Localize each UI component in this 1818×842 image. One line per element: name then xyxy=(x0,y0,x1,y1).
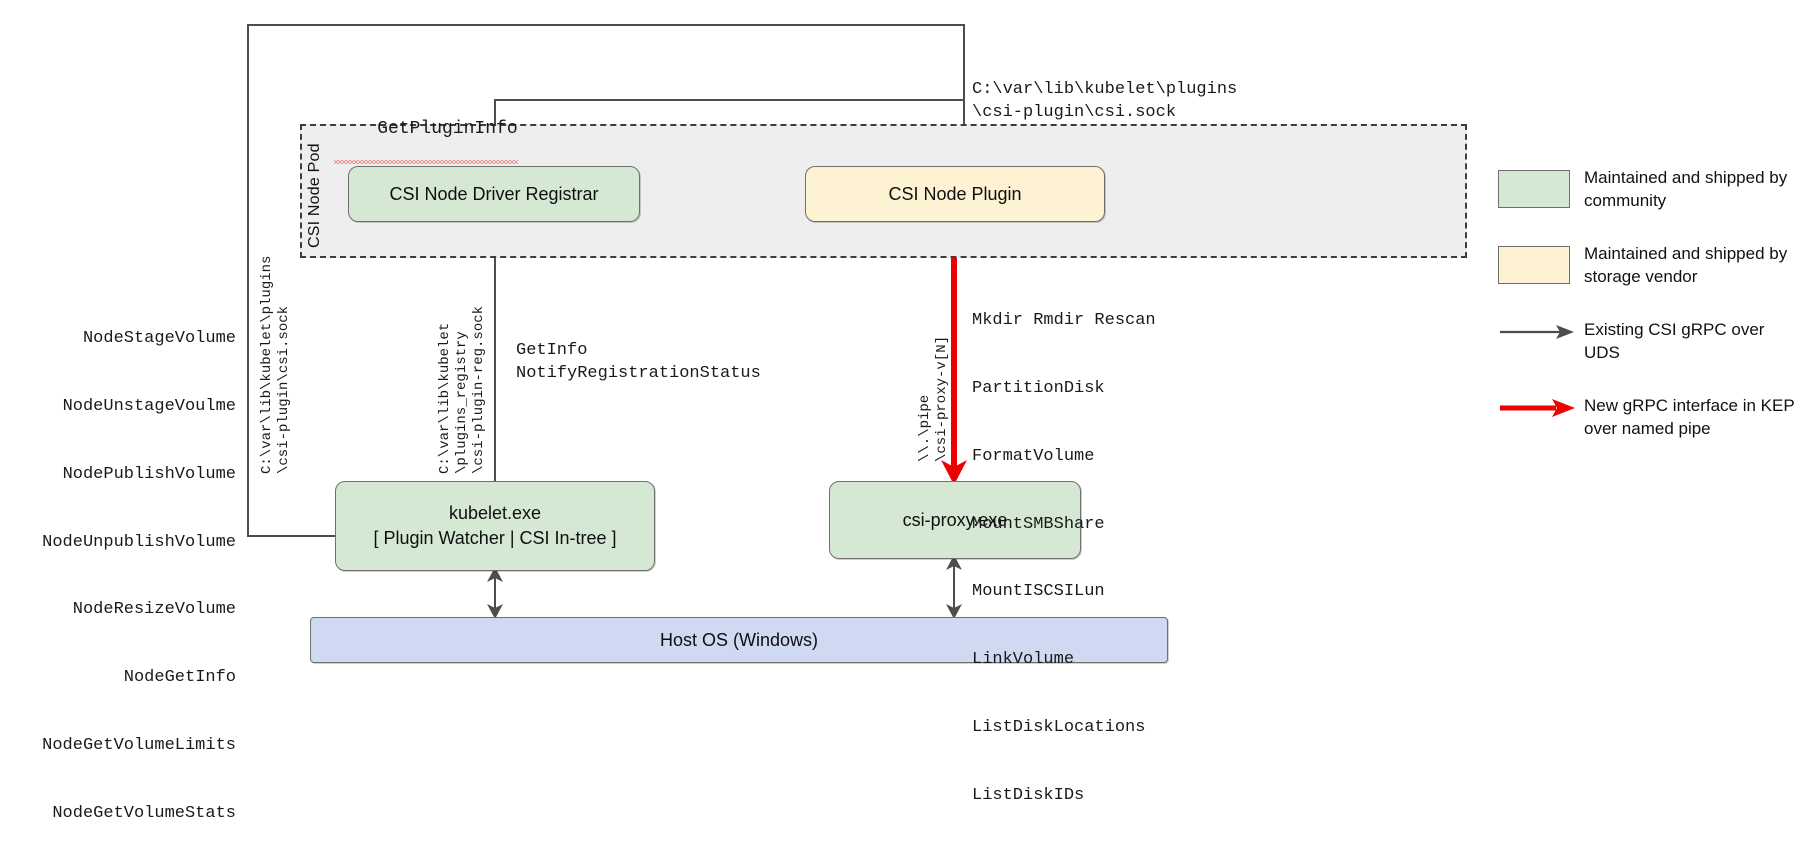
legend-arrow-cell xyxy=(1498,318,1584,342)
legend-swatch-community xyxy=(1498,170,1570,208)
connector-plugin-to-csiproxy-red xyxy=(951,222,957,472)
api-item: ListDiskLocations xyxy=(972,717,1146,737)
api-item: FormatVolume xyxy=(972,446,1095,466)
get-plugin-info-text: GetPluginInfo xyxy=(377,119,518,139)
connector-kubelet-to-plugin-vertical-left xyxy=(247,24,249,536)
api-item: PartitionDisk xyxy=(972,378,1105,398)
kubelet-exe-sublabel: [ Plugin Watcher | CSI In-tree ] xyxy=(373,528,617,548)
connector-kubelet-to-plugin-top xyxy=(247,24,965,26)
registration-calls-label: GetInfo NotifyRegistrationStatus xyxy=(516,341,761,383)
rpc-item: NodeGetVolumeLimits xyxy=(42,735,236,755)
legend-swatch-vendor xyxy=(1498,246,1570,284)
node-box-csi-node-driver-registrar[interactable]: CSI Node Driver Registrar xyxy=(348,166,640,222)
api-item: Mkdir Rmdir Rescan xyxy=(972,311,1156,331)
connector-kubelet-hostos xyxy=(494,575,496,615)
arrowhead-kubelet-up xyxy=(487,567,503,582)
connector-kubelet-left-stub xyxy=(247,535,337,537)
legend-swatch-cell xyxy=(1498,166,1584,208)
legend-label-vendor: Maintained and shipped by storage vendor xyxy=(1584,244,1788,286)
kubelet-csi-socket-path-rotated-label: C:\var\lib\kubelet\plugins \csi-plugin\c… xyxy=(259,255,292,474)
legend-row-community: Maintained and shipped by community xyxy=(1498,166,1798,212)
spellcheck-squiggle-icon xyxy=(334,160,518,164)
legend-row-existing-grpc: Existing CSI gRPC over UDS xyxy=(1498,318,1798,364)
connector-to-plugin-vertical xyxy=(963,24,965,176)
arrowhead-into-csiproxy-red xyxy=(941,460,967,485)
node-box-host-os[interactable]: Host OS (Windows) xyxy=(310,617,1168,663)
csi-node-pod-label: CSI Node Pod xyxy=(306,143,323,249)
get-plugin-info-label: GetPluginInfo xyxy=(334,99,518,204)
csi-proxy-api-list: Mkdir Rmdir Rescan PartitionDisk FormatV… xyxy=(972,265,1156,842)
rpc-item: NodeUnstageVoulme xyxy=(62,396,236,416)
connector-kubelet-to-registrar xyxy=(494,235,496,483)
node-box-csi-proxy-exe[interactable]: csi-proxy.exe xyxy=(829,481,1081,559)
arrowhead-kubelet-down xyxy=(487,604,503,619)
named-pipe-rotated-label: \\.\pipe \csi-proxy-v[N] xyxy=(917,335,950,462)
rpc-item: NodeGetInfo xyxy=(123,668,236,688)
rpc-item: NodeUnpublishVolume xyxy=(42,532,236,552)
api-item: LinkVolume xyxy=(972,650,1075,670)
node-box-csi-node-plugin[interactable]: CSI Node Plugin xyxy=(805,166,1105,222)
rpc-item: NodeResizeVolume xyxy=(72,600,236,620)
arrowhead-csiproxy-up xyxy=(946,555,962,570)
csi-node-plugin-label: CSI Node Plugin xyxy=(888,183,1022,204)
csi-proxy-exe-label: csi-proxy.exe xyxy=(902,509,1008,530)
plugins-registry-socket-path-rotated-label: C:\var\lib\kubelet \plugins_registry \cs… xyxy=(437,305,487,474)
rpc-item: NodeStageVolume xyxy=(82,329,236,349)
rpc-item: NodeGetVolumeStats xyxy=(52,803,236,823)
api-item: MountSMBShare xyxy=(972,514,1105,534)
legend: Maintained and shipped by community Main… xyxy=(1498,166,1798,470)
connector-csiproxy-hostos xyxy=(953,563,955,615)
legend-label-new-grpc: New gRPC interface in KEP over named pip… xyxy=(1584,396,1795,438)
legend-arrow-cell xyxy=(1498,394,1584,418)
legend-label-community: Maintained and shipped by community xyxy=(1584,168,1788,210)
api-item: ListDiskIDs xyxy=(972,785,1085,805)
gray-arrow-icon xyxy=(1500,325,1574,339)
legend-swatch-cell xyxy=(1498,242,1584,284)
csi-node-driver-registrar-label: CSI Node Driver Registrar xyxy=(389,183,599,204)
connector-registrar-to-plugin-horizontal xyxy=(494,99,964,101)
kubelet-exe-label: kubelet.exe xyxy=(448,503,542,523)
legend-row-vendor: Maintained and shipped by storage vendor xyxy=(1498,242,1798,288)
api-item: MountISCSILun xyxy=(972,582,1105,602)
plugin-socket-path-label: C:\var\lib\kubelet\plugins \csi-plugin\c… xyxy=(972,80,1238,122)
node-box-kubelet-exe[interactable]: kubelet.exe [ Plugin Watcher | CSI In-tr… xyxy=(335,481,655,571)
csi-node-rpc-list: NodeStageVolume NodeUnstageVoulme NodePu… xyxy=(0,283,236,842)
legend-label-existing-grpc: Existing CSI gRPC over UDS xyxy=(1584,320,1765,362)
host-os-label: Host OS (Windows) xyxy=(659,629,819,650)
legend-row-new-grpc: New gRPC interface in KEP over named pip… xyxy=(1498,394,1798,440)
arrowhead-csiproxy-down xyxy=(946,604,962,619)
red-arrow-icon xyxy=(1500,399,1575,417)
rpc-item: NodePublishVolume xyxy=(62,464,236,484)
